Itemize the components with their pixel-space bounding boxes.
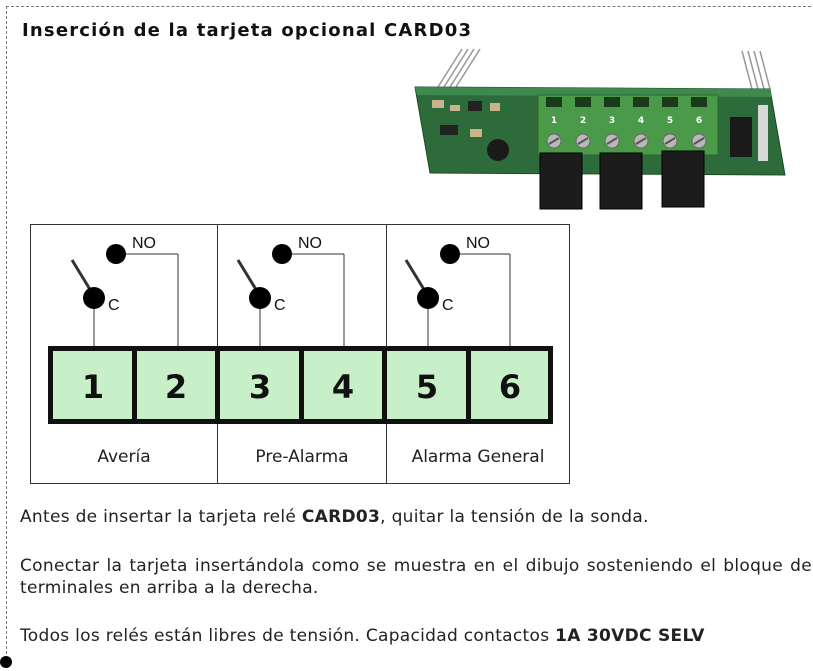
board-terminal-number: 3 [609,116,615,126]
group-label-pre-alarma: Pre-Alarma [255,447,348,467]
c-label: C [108,297,120,314]
board-terminal-number: 6 [696,116,702,126]
c-label: C [442,297,454,314]
card03-board-image: 1 2 3 4 5 6 [414,48,786,210]
c-label: C [274,297,286,314]
terminal-number: 1 [82,368,104,406]
no-label: NO [298,235,322,252]
group-label-averia: Avería [97,447,150,467]
terminal-cell [387,351,466,419]
p1-text: Antes de insertar la tarjeta relé [20,507,302,527]
header-pins-left [437,48,481,88]
header-pins-right [741,50,771,90]
terminal-cell [471,351,548,419]
terminal-block [48,346,553,424]
no-label: NO [132,235,156,252]
no-label: NO [466,235,490,252]
group-label-alarma-general: Alarma General [412,447,545,467]
p3-text: Todos los relés están libres de tensión.… [20,626,556,646]
paragraph-relay-capacity: Todos los relés están libres de tensión.… [20,625,812,647]
board-terminal-number: 1 [551,116,557,126]
board-terminal-number: 2 [580,116,586,126]
p1-text-end: , quitar la tensión de la sonda. [380,507,649,527]
page-title: Inserción de la tarjeta opcional CARD03 [22,20,473,41]
terminal-number: 5 [416,368,438,406]
c-contact-dot [417,287,439,309]
c-contact-dot [83,287,105,309]
terminal-number: 6 [499,368,521,406]
no-contact-dot [106,244,126,264]
board-terminal-slots [546,97,707,107]
paragraph-insert-warning: Antes de insertar la tarjeta relé CARD03… [20,506,812,528]
relays [539,150,705,210]
no-contact-dot [272,244,292,264]
paragraph-connect-instructions: Conectar la tarjeta insertándola como se… [20,556,812,598]
terminal-number: 4 [332,368,354,406]
no-contact-dot [440,244,460,264]
p1-card-name: CARD03 [301,507,381,527]
board-terminal-number: 5 [667,116,673,126]
c-contact-dot [249,287,271,309]
terminal-cell [304,351,382,419]
p3-capacity-value: 1A 30VDC SELV [555,626,705,646]
terminal-cell [137,351,215,419]
dashed-frame-left [6,6,7,664]
corner-dot [0,656,12,668]
board-terminal-number: 4 [638,116,644,126]
terminal-number: 3 [249,368,271,406]
terminal-cell [53,351,132,419]
terminal-number: 2 [165,368,187,406]
dashed-frame-top [6,6,811,7]
terminal-cell [220,351,299,419]
relay-wiring-diagram: NO C NO C NO C 1 2 3 4 5 6 Averí [30,224,570,484]
